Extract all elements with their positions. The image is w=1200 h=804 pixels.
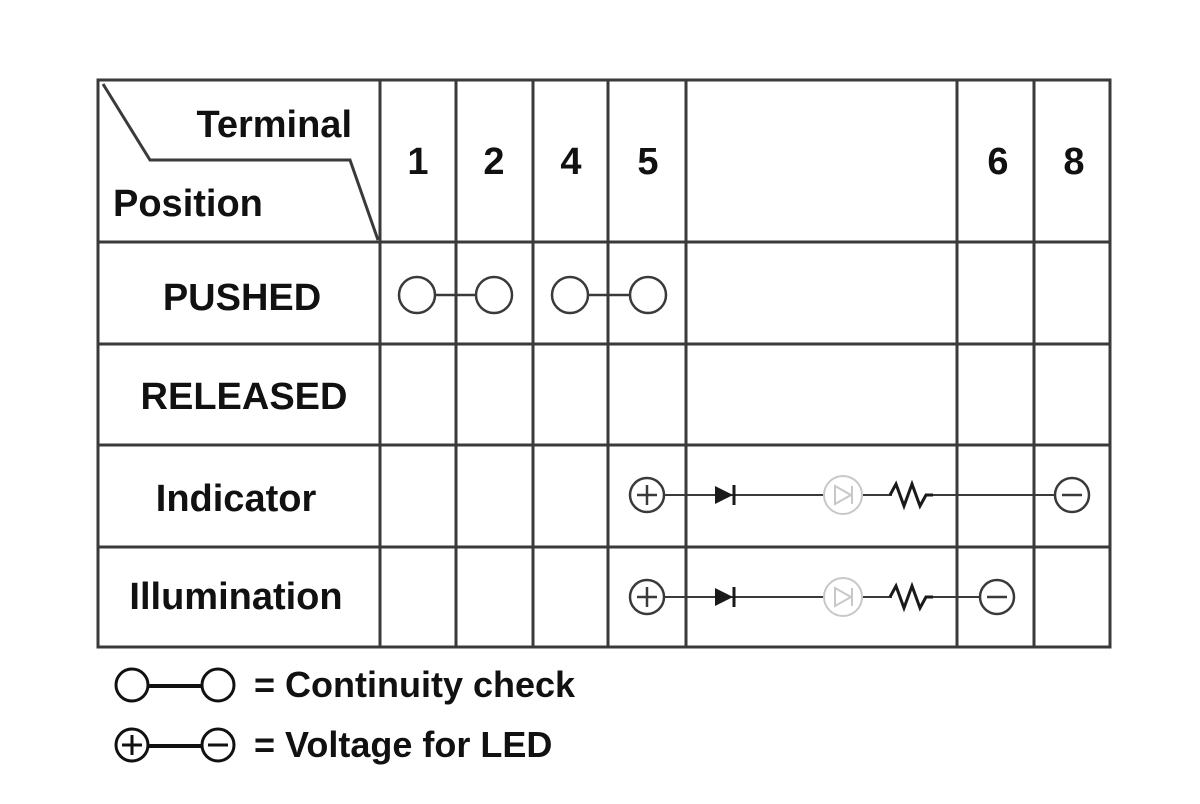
row-label-released: RELEASED [141, 376, 348, 418]
header-diagonal-divider [101, 83, 380, 241]
minus-terminal-icon [978, 578, 1016, 616]
plus-terminal-icon [628, 578, 666, 616]
resistor-icon [888, 479, 933, 511]
terminal-number-6: 6 [987, 141, 1008, 183]
voltage-symbol-icon [114, 727, 236, 763]
legend-voltage: = Voltage for LED [112, 720, 552, 770]
continuity-circle-terminal-4 [550, 275, 590, 315]
led-icon [823, 475, 863, 515]
continuity-circle-terminal-5 [628, 275, 668, 315]
position-header-label: Position [113, 183, 263, 225]
row-label-illumination: Illumination [129, 576, 342, 618]
diode-icon [715, 587, 736, 607]
legend-continuity-text: = Continuity check [254, 664, 576, 705]
plus-terminal-icon [628, 476, 666, 514]
pushed-continuity [397, 275, 668, 315]
resistor-icon [888, 581, 933, 613]
terminal-number-2: 2 [483, 141, 504, 183]
legend-continuity: = Continuity check [112, 660, 575, 710]
legend-voltage-text: = Voltage for LED [254, 724, 553, 765]
terminal-number-1: 1 [407, 141, 428, 183]
terminal-number-8: 8 [1063, 141, 1084, 183]
row-label-pushed: PUSHED [163, 277, 321, 319]
row-label-indicator: Indicator [156, 478, 317, 520]
table-grid [96, 78, 1112, 649]
continuity-symbol-icon [114, 667, 236, 703]
continuity-circle-terminal-1 [397, 275, 437, 315]
led-icon [823, 577, 863, 617]
diode-icon [715, 485, 736, 505]
terminal-number-5: 5 [637, 141, 658, 183]
terminal-number-4: 4 [560, 141, 581, 183]
minus-terminal-icon [1053, 476, 1091, 514]
continuity-circle-terminal-2 [474, 275, 514, 315]
terminal-header-label: Terminal [196, 104, 352, 146]
illumination-circuit [628, 577, 1016, 617]
indicator-circuit [628, 475, 1091, 515]
table-border [96, 78, 1112, 649]
